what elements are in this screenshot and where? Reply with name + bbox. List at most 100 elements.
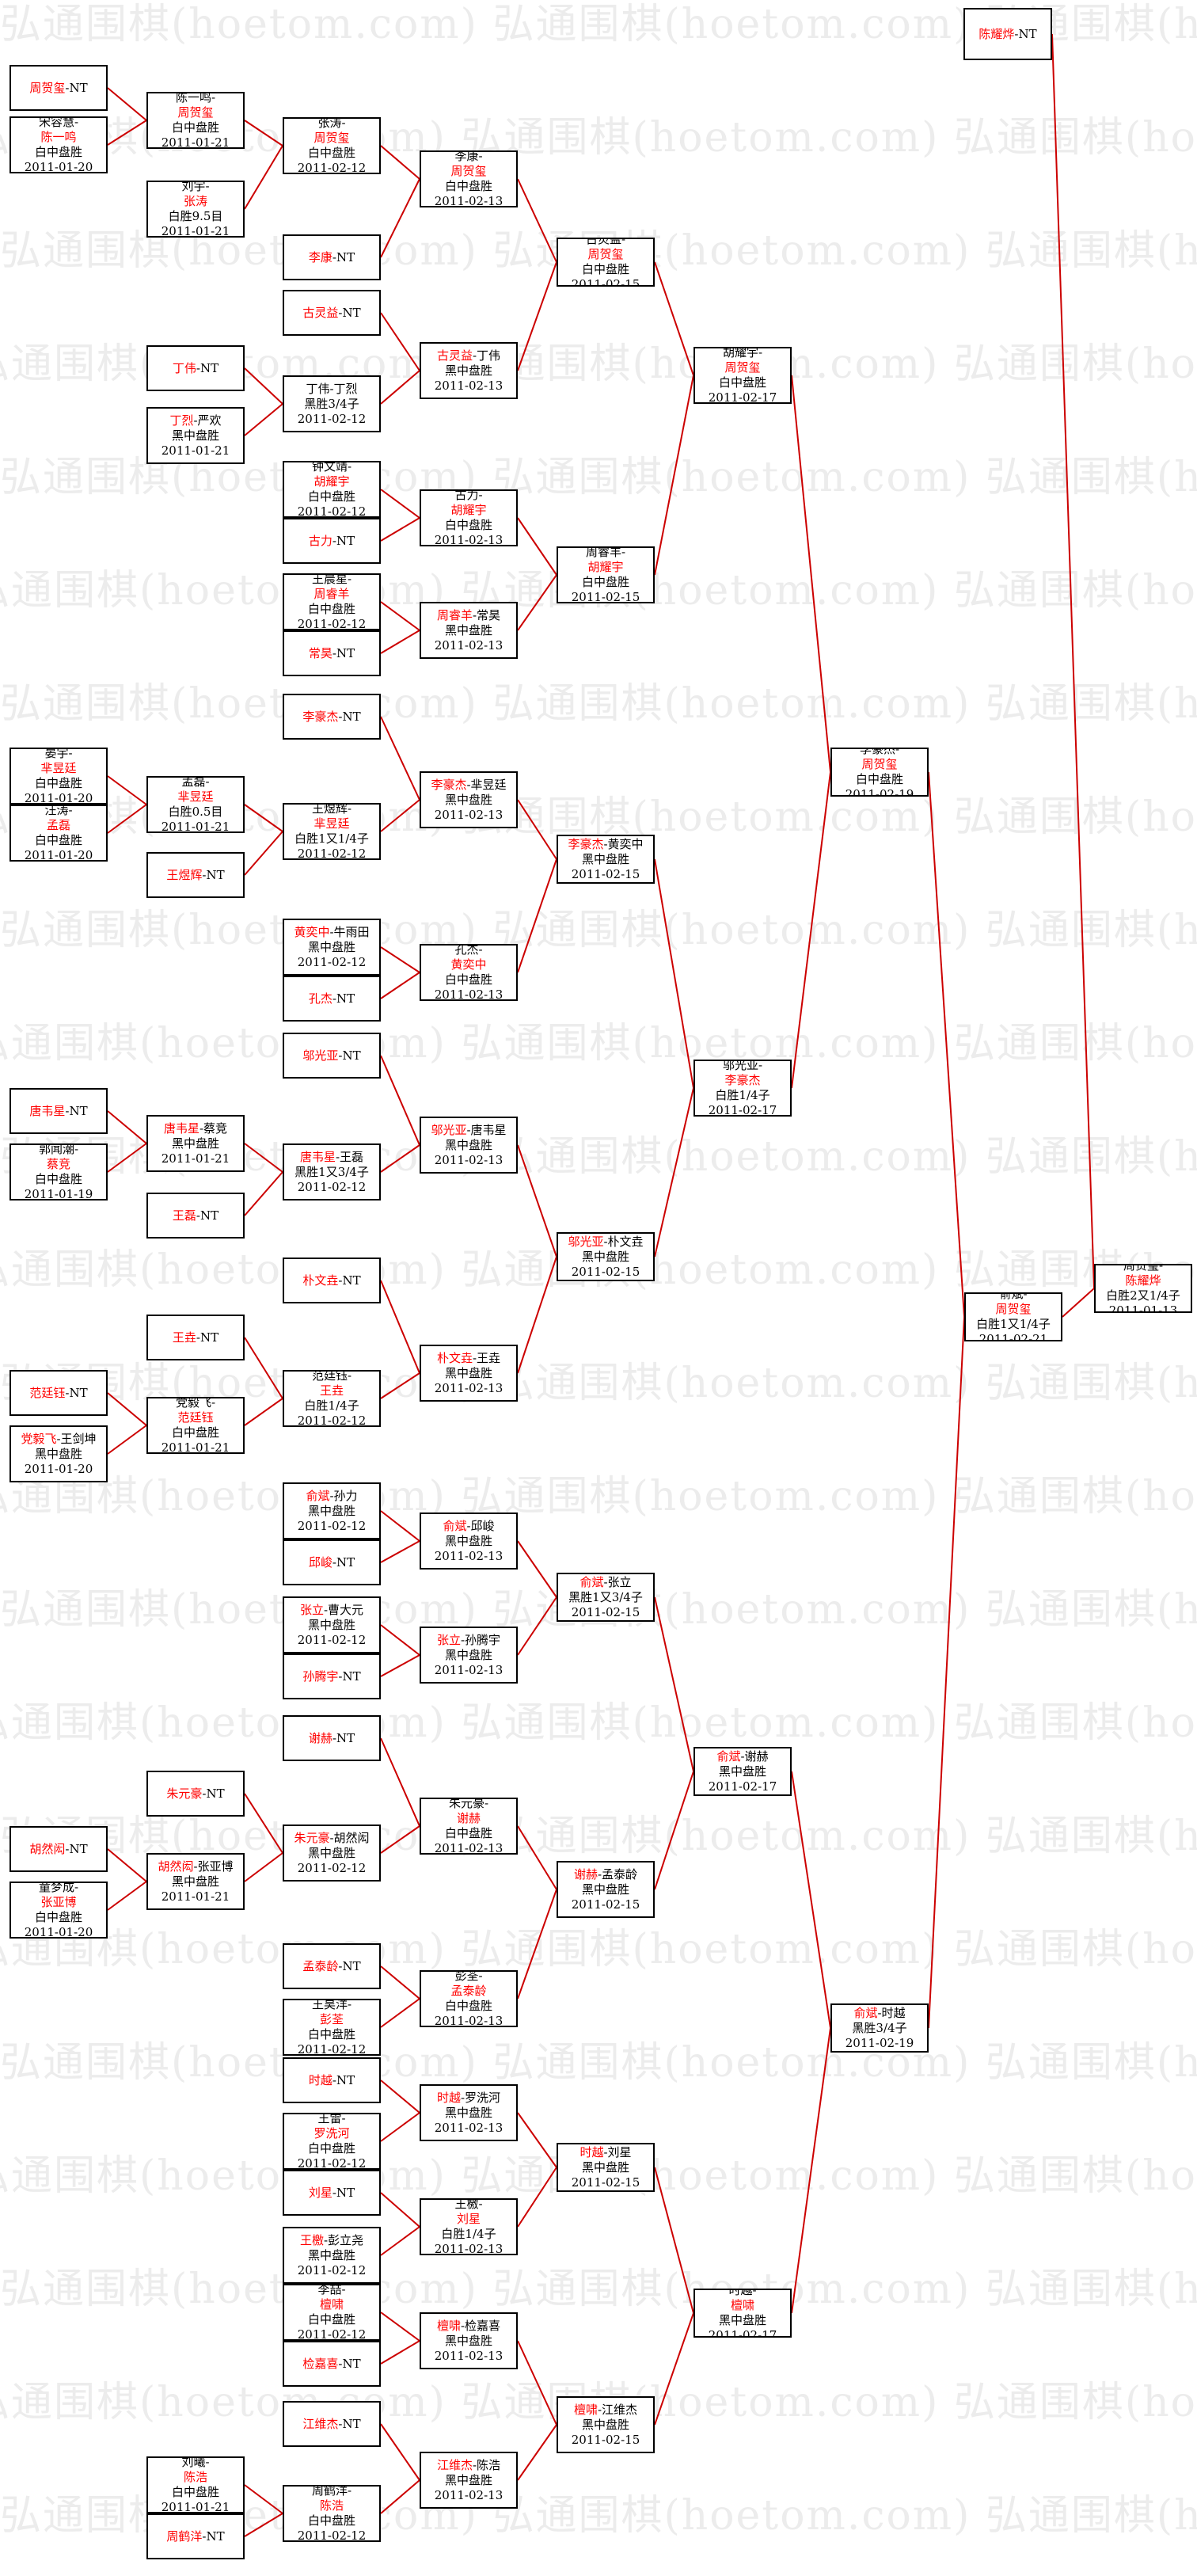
match-line: 胡耀宇 xyxy=(587,560,623,575)
match-box-r2_4[interactable]: 丁伟-NT xyxy=(146,345,245,391)
match-box-r3_25[interactable]: 时越-NT xyxy=(283,2057,381,2103)
winner-name: 俞斌 xyxy=(580,1574,604,1589)
match-box-r1_8[interactable]: 胡然闳-NT xyxy=(10,1826,108,1872)
match-box-r2_9[interactable]: 王磊-NT xyxy=(146,1193,245,1239)
connector-line xyxy=(517,517,557,576)
match-box-r3_30[interactable]: 检嘉喜-NT xyxy=(283,2341,381,2387)
match-line: 江维杰-陈浩 xyxy=(437,2458,500,2473)
match-box-r3_20[interactable]: 孙腾宇-NT xyxy=(283,1653,381,1699)
opponent-name: -NT xyxy=(338,1669,361,1684)
match-box-r3_23[interactable]: 孟泰龄-NT xyxy=(283,1943,381,1989)
match-box-r2_10[interactable]: 王垚-NT xyxy=(146,1315,245,1360)
match-box-r1_4[interactable]: 唐韦星-NT xyxy=(10,1088,108,1134)
match-box-r3_15[interactable]: 朴文垚-NT xyxy=(283,1258,381,1303)
match-box-r3_18[interactable]: 邱峻-NT xyxy=(283,1539,381,1585)
match-box-r3_13[interactable]: 邬光亚-NT xyxy=(283,1033,381,1079)
winner-name: 黄奕中 xyxy=(294,924,330,939)
match-box-r1_6[interactable]: 范廷钰-NT xyxy=(10,1370,108,1416)
match-line: 黑胜1又3/4子 xyxy=(294,1164,369,1179)
match-box-r2_15[interactable]: 周鹤洋-NT xyxy=(146,2513,245,2559)
match-line: 2011-02-13 xyxy=(434,2487,504,2502)
match-box-r2_7[interactable]: 王煜辉-NT xyxy=(146,852,245,898)
match-line: 刘宇- xyxy=(181,181,210,193)
match-box-r3_9[interactable]: 李豪杰-NT xyxy=(283,694,381,740)
match-box-r3_31[interactable]: 江维杰-NT xyxy=(283,2401,381,2447)
match-box-r3_27[interactable]: 刘星-NT xyxy=(283,2170,381,2216)
match-box-r2_1[interactable]: 周贺玺-NT xyxy=(10,65,108,111)
winner-name: 张亚博 xyxy=(40,1895,77,1909)
match-box-r3_2[interactable]: 李康-NT xyxy=(283,234,381,280)
match-line: 2011-01-19 xyxy=(24,1187,93,1200)
match-box-r3_21[interactable]: 谢赫-NT xyxy=(283,1715,381,1761)
match-box-r3_3[interactable]: 古灵益-NT xyxy=(283,290,381,336)
match-box-r2_12[interactable]: 朱元豪-NT xyxy=(146,1771,245,1817)
match-box-r9_1[interactable]: 陈耀烨-NT xyxy=(963,8,1052,60)
match-box-r3_12[interactable]: 孔杰-NT xyxy=(283,976,381,1022)
match-box-r3_8[interactable]: 常昊-NT xyxy=(283,630,381,676)
match-box-r3_6[interactable]: 古力-NT xyxy=(283,518,381,564)
